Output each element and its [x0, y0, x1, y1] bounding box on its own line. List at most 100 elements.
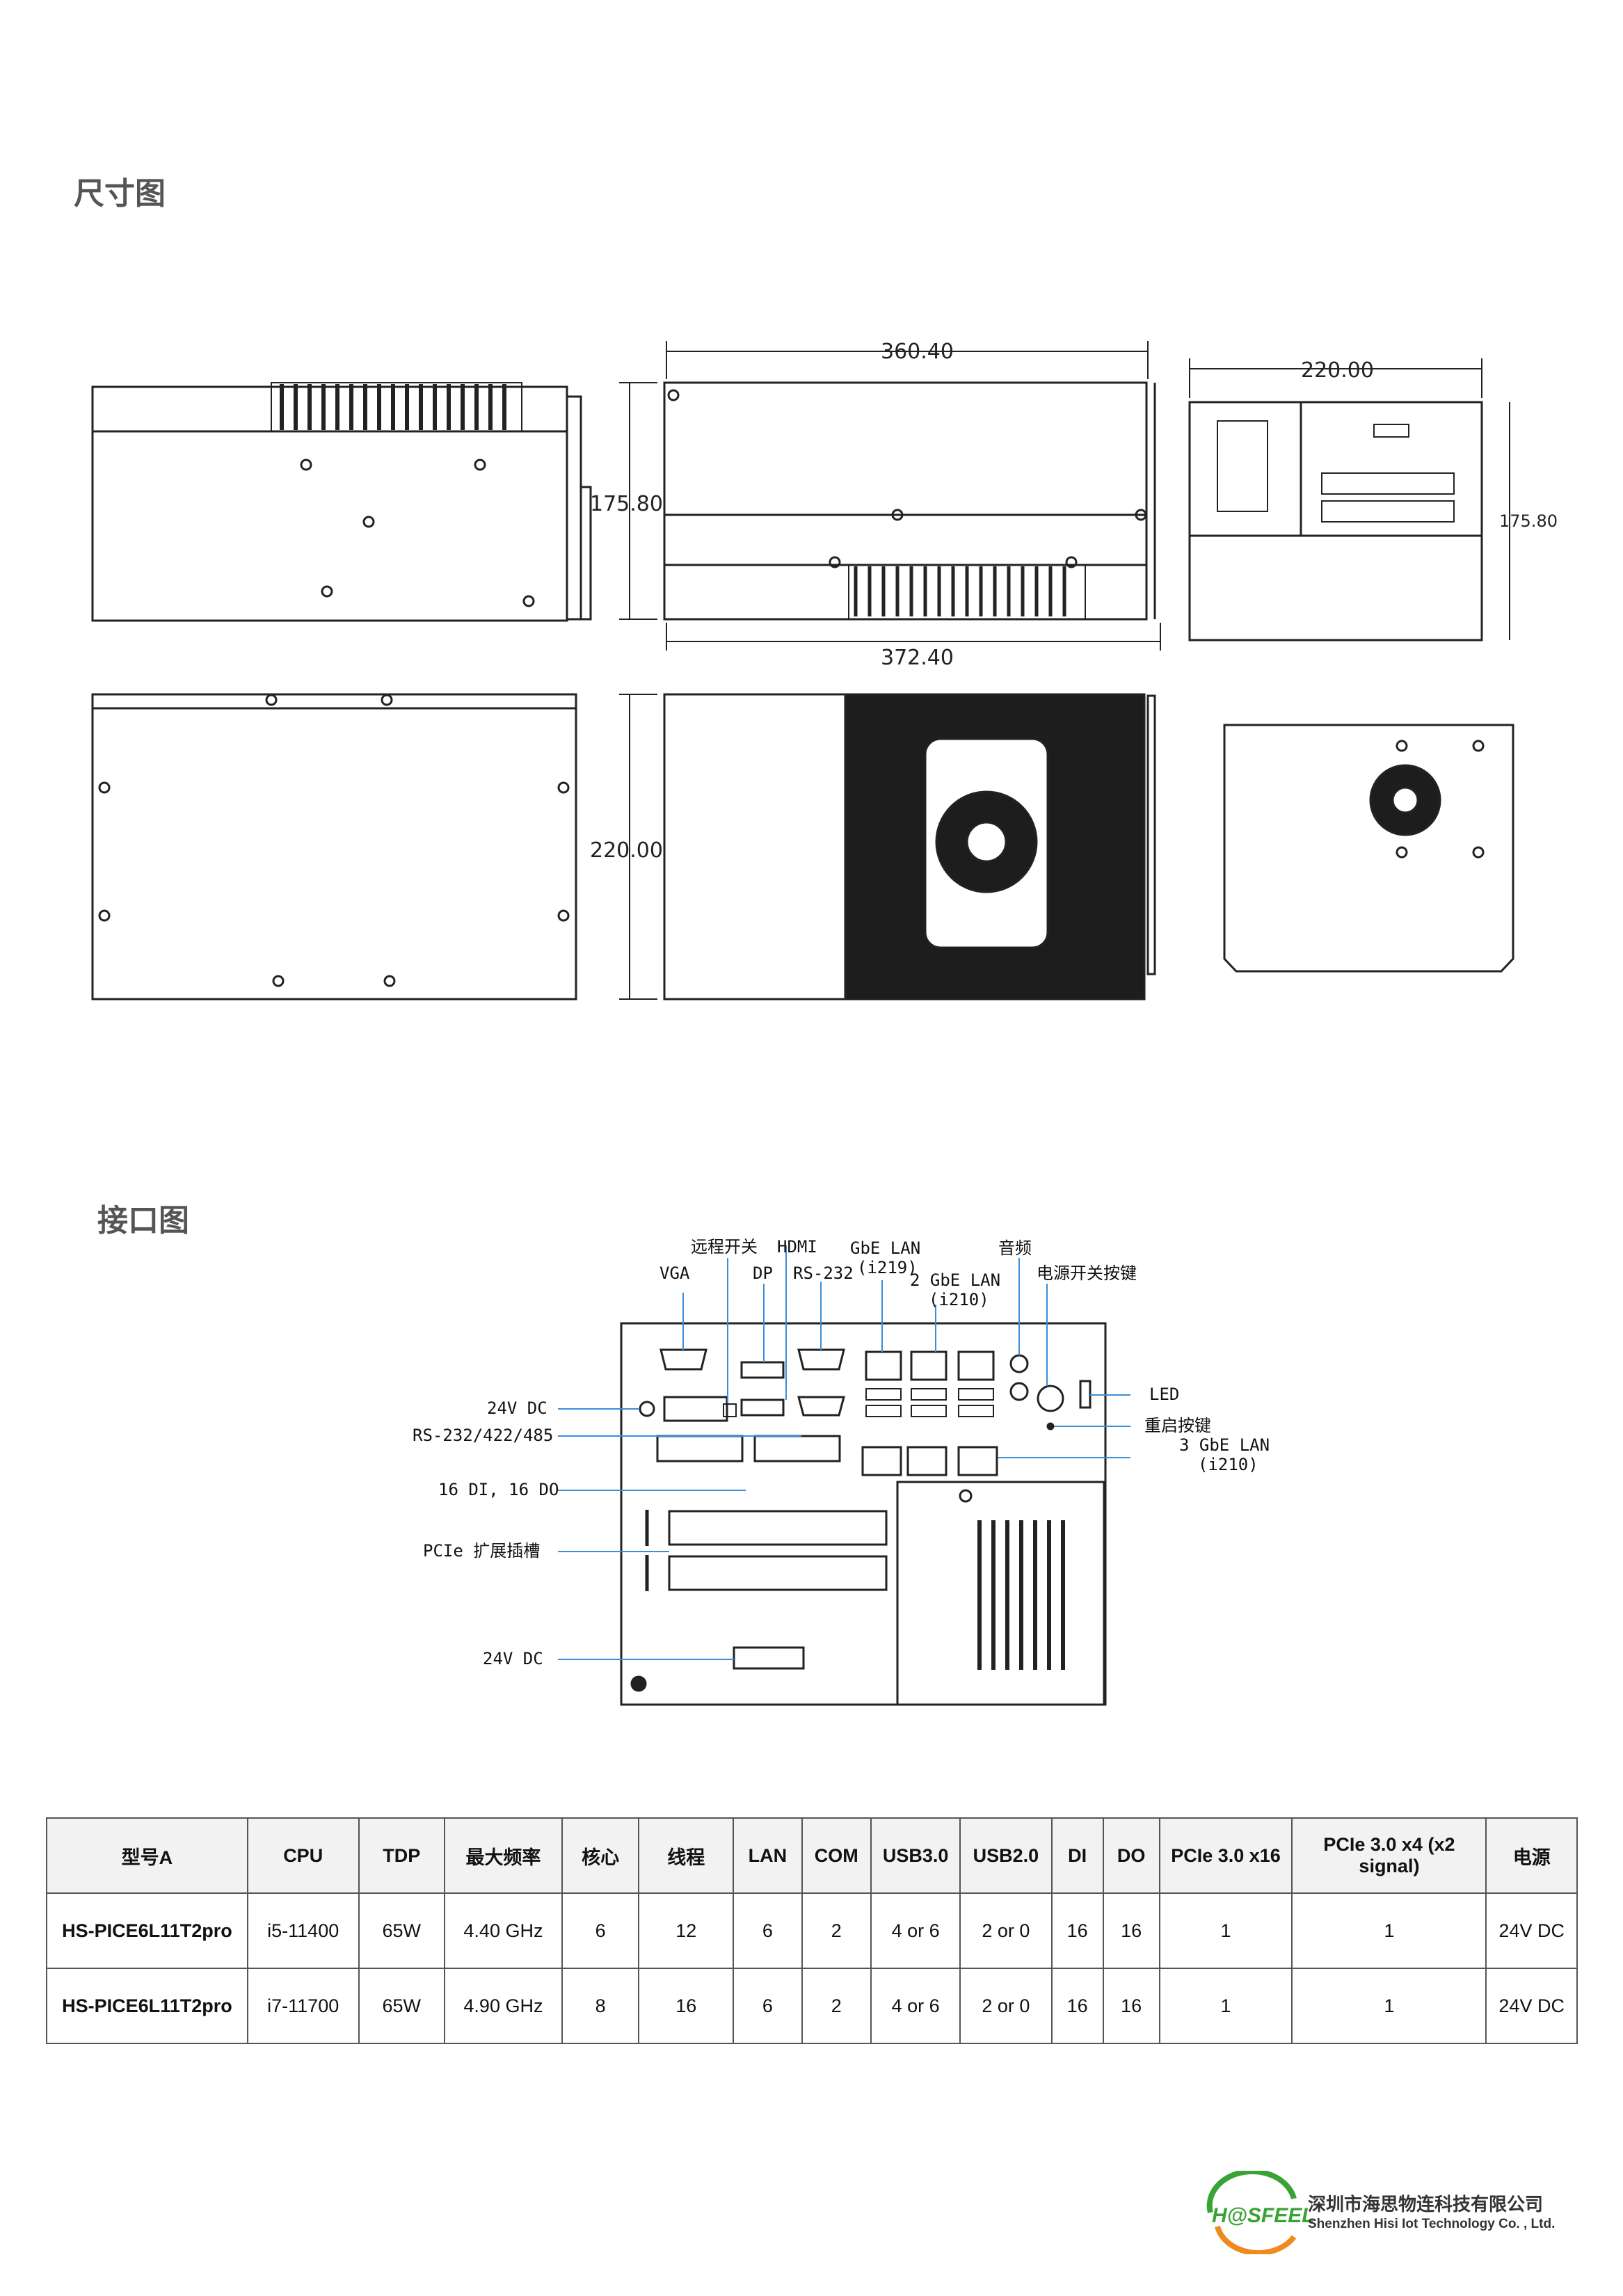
table-cell: 4.90 GHz — [443, 1968, 563, 2044]
label-gbe-lan: GbE LAN — [850, 1238, 920, 1258]
label-led: LED — [1149, 1385, 1179, 1404]
label-gbe-lan3-chip: (i210) — [1198, 1455, 1258, 1474]
label-power-button: 电源开关按键 — [1037, 1263, 1137, 1283]
table-cell: 6 — [733, 1892, 803, 1969]
dimension-top-width: 360.40 — [881, 340, 954, 364]
spec-table: 型号A CPU TDP 最大频率 核心 线程 LAN COM USB3.0 US… — [46, 1817, 1578, 2044]
table-header-cell: LAN — [733, 1817, 803, 1894]
table-header-cell: 线程 — [638, 1817, 735, 1894]
label-dc24-top: 24V DC — [487, 1398, 547, 1418]
label-dc24-bottom: 24V DC — [483, 1649, 543, 1668]
company-logo: H@SFEEL — [1206, 2171, 1315, 2254]
table-header-cell: TDP — [358, 1817, 445, 1894]
table-cell: 4 or 6 — [870, 1892, 961, 1969]
company-name-cn: 深圳市海思物连科技有限公司 — [1308, 2194, 1544, 2215]
company-name-en: Shenzhen Hisi Iot Technology Co. , Ltd. — [1308, 2217, 1556, 2231]
callout-lines — [558, 1245, 1130, 1660]
table-cell: 1 — [1291, 1968, 1487, 2044]
vga-port-icon — [659, 1348, 707, 1371]
chassis-front-panel — [620, 1322, 1107, 1706]
top-view-center-drawing — [619, 693, 1156, 1000]
label-hdmi: HDMI — [777, 1237, 817, 1257]
pcie-slot-icon — [668, 1555, 888, 1591]
table-cell: 16 — [1050, 1968, 1104, 2044]
table-cell: 16 — [1102, 1892, 1160, 1969]
dimension-drawings: 360.40 372.40 175.80 220.00 175.80 220.0… — [91, 340, 1558, 1000]
table-cell: 65W — [358, 1892, 445, 1969]
table-header-cell: 电源 — [1485, 1817, 1578, 1894]
pcie-slot-icon — [668, 1510, 888, 1546]
audio-jack-icon — [1009, 1382, 1029, 1401]
table-cell-model: HS-PICE6L11T2pro — [46, 1892, 248, 1969]
table-cell: 24V DC — [1485, 1968, 1578, 2044]
label-rs232-422-485: RS-232/422/485 — [413, 1426, 553, 1445]
dp-port-icon — [740, 1361, 785, 1379]
table-cell: i5-11400 — [246, 1892, 360, 1969]
label-vga: VGA — [659, 1263, 690, 1283]
table-header-cell: 核心 — [561, 1817, 640, 1894]
table-cell: 16 — [1102, 1968, 1160, 2044]
led-indicator-icon — [1079, 1380, 1092, 1409]
top-view-left-drawing — [91, 693, 577, 1000]
dimensions-section-title: 尺寸图 — [74, 176, 166, 212]
label-rs232-top: RS-232 — [793, 1263, 854, 1283]
table-header-cell: PCIe 3.0 x4 (x2 signal) — [1291, 1817, 1487, 1894]
table-header-cell: 最大频率 — [443, 1817, 563, 1894]
com-port-icon — [797, 1348, 845, 1371]
table-header-cell: COM — [801, 1817, 872, 1894]
table-header-cell: 型号A — [46, 1817, 248, 1894]
table-header-cell: DI — [1050, 1817, 1104, 1894]
table-row: HS-PICE6L11T2pro i5-11400 65W 4.40 GHz 6… — [46, 1892, 1578, 1969]
table-cell: 16 — [638, 1968, 735, 2044]
logo-swoosh-green — [1206, 2171, 1297, 2214]
table-cell: 1 — [1291, 1892, 1487, 1969]
dio-terminal-block — [753, 1435, 841, 1462]
table-cell: i7-11700 — [246, 1968, 360, 2044]
dimension-front-width: 220.00 — [1301, 358, 1374, 383]
logo-swoosh-orange — [1215, 2225, 1297, 2254]
dio-terminal-block — [656, 1435, 744, 1462]
dimension-top-view-depth: 220.00 — [590, 838, 663, 863]
lan-port-group — [861, 1350, 998, 1476]
table-row: HS-PICE6L11T2pro i7-11700 65W 4.90 GHz 8… — [46, 1968, 1578, 2044]
table-cell: 8 — [561, 1968, 640, 2044]
label-gbe-lan2-chip: (i210) — [929, 1290, 989, 1309]
table-cell: 2 or 0 — [959, 1892, 1053, 1969]
vent-grille-icon — [977, 1520, 1065, 1670]
usb-port-group — [865, 1388, 994, 1417]
label-audio: 音频 — [998, 1238, 1032, 1258]
side-view-center-drawing — [619, 341, 1161, 651]
com-port-icon — [797, 1396, 845, 1417]
table-cell: 2 — [801, 1892, 872, 1969]
logo-wordmark: H@SFEEL — [1212, 2204, 1315, 2227]
table-header-cell: USB3.0 — [870, 1817, 961, 1894]
table-cell: 6 — [733, 1968, 803, 2044]
label-dio: 16 DI, 16 DO — [438, 1480, 559, 1499]
table-cell: 4.40 GHz — [443, 1892, 563, 1969]
interface-diagram: 远程开关 HDMI VGA DP RS-232 GbE LAN (i219) 2… — [413, 1237, 1270, 1706]
table-header-cell: CPU — [246, 1817, 360, 1894]
table-header-cell: USB2.0 — [959, 1817, 1053, 1894]
front-view-drawing — [1188, 358, 1510, 641]
reset-button-icon — [1046, 1422, 1055, 1430]
table-cell: 6 — [561, 1892, 640, 1969]
table-cell: 4 or 6 — [870, 1968, 961, 2044]
table-cell: 12 — [638, 1892, 735, 1969]
dimension-side-height: 175.80 — [590, 492, 663, 516]
table-cell: 2 or 0 — [959, 1968, 1053, 2044]
table-cell: 65W — [358, 1968, 445, 2044]
audio-jack-icon — [1009, 1354, 1029, 1373]
power-button-icon — [1037, 1385, 1064, 1412]
label-dp: DP — [753, 1263, 773, 1283]
bottom-view-right-drawing — [1223, 724, 1514, 973]
table-cell: 24V DC — [1485, 1892, 1578, 1969]
table-header-cell: PCIe 3.0 x16 — [1158, 1817, 1293, 1894]
table-cell-model: HS-PICE6L11T2pro — [46, 1968, 248, 2044]
dimension-front-height: 175.80 — [1499, 511, 1558, 531]
label-pcie-slot: PCIe 扩展插槽 — [423, 1541, 540, 1561]
dc-connector-icon — [663, 1396, 728, 1422]
label-gbe-lan2: 2 GbE LAN — [910, 1270, 1000, 1290]
table-header-row: 型号A CPU TDP 最大频率 核心 线程 LAN COM USB3.0 US… — [46, 1817, 1578, 1894]
label-gbe-lan-chip: (i219) — [857, 1258, 918, 1277]
label-reset: 重启按键 — [1144, 1416, 1211, 1435]
